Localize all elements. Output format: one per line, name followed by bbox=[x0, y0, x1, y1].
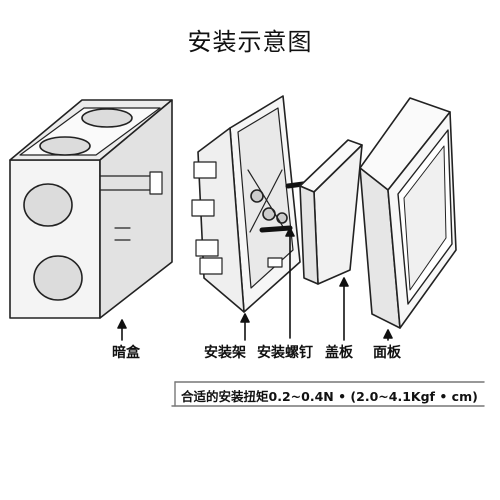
cover-plate bbox=[299, 139, 363, 285]
torque-note-bracket bbox=[171, 381, 485, 407]
mounting-frame bbox=[191, 95, 301, 313]
label-face-panel: 面板 bbox=[373, 345, 401, 361]
junction-box bbox=[9, 99, 173, 319]
face-panel bbox=[359, 97, 457, 329]
label-mounting-screws: 安装螺钉 bbox=[257, 345, 313, 361]
label-mounting-frame: 安装架 bbox=[204, 345, 246, 361]
label-junction-box: 暗盒 bbox=[112, 345, 140, 361]
label-cover-plate: 盖板 bbox=[325, 345, 353, 361]
torque-note: 合适的安装扭矩0.2~0.4N • (2.0~4.1Kgf • cm) bbox=[181, 389, 478, 404]
leader-lines bbox=[117, 227, 393, 341]
diagram-title: 安装示意图 bbox=[187, 28, 313, 56]
